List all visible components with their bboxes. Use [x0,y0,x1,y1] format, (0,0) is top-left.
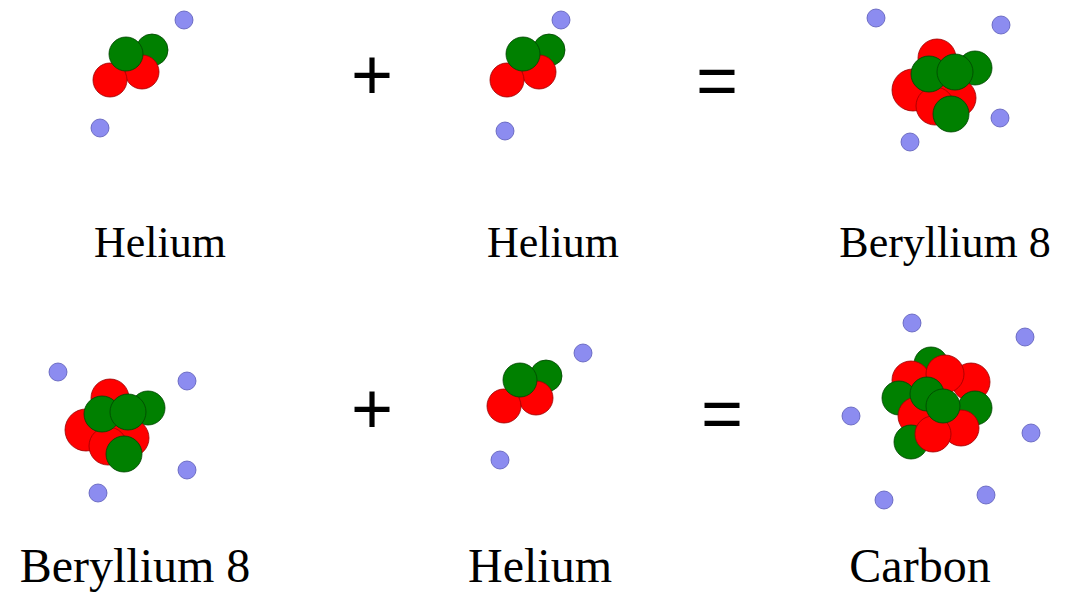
element-name: Beryllium 8 [839,221,1050,265]
operator-sign: = [701,377,743,449]
element-name: Helium [94,221,226,265]
electron [491,451,509,469]
electron [901,133,919,151]
neutron [503,363,537,397]
electron [496,122,514,140]
electron [178,372,196,390]
operator-sign: = [696,44,738,116]
helium-atom [93,34,168,97]
electron [977,486,995,504]
neutron [937,54,973,90]
electron [574,344,592,362]
electron [1022,424,1040,442]
neutron [110,394,146,430]
helium-atom [487,360,562,423]
operator-sign: + [351,372,393,444]
electron [842,407,860,425]
element-name: Helium [468,542,612,590]
operator-sign: + [351,38,393,110]
electron [991,109,1009,127]
neutron [106,436,142,472]
carbon-atom [882,347,992,459]
beryllium-atom [892,39,992,132]
beryllium-atom [65,379,165,472]
electron [992,16,1010,34]
electron [175,11,193,29]
electron [875,491,893,509]
electron [49,363,67,381]
element-name: Beryllium 8 [20,542,251,590]
element-name: Helium [487,221,619,265]
electron [552,11,570,29]
neutron [506,37,540,71]
electron [178,461,196,479]
helium-atom [490,34,565,97]
electron [1016,328,1034,346]
neutron [109,37,143,71]
electron [89,484,107,502]
electron [91,119,109,137]
neutron [933,96,969,132]
element-name: Carbon [849,542,990,590]
electron [903,314,921,332]
neutron [926,389,960,423]
electron [867,9,885,27]
